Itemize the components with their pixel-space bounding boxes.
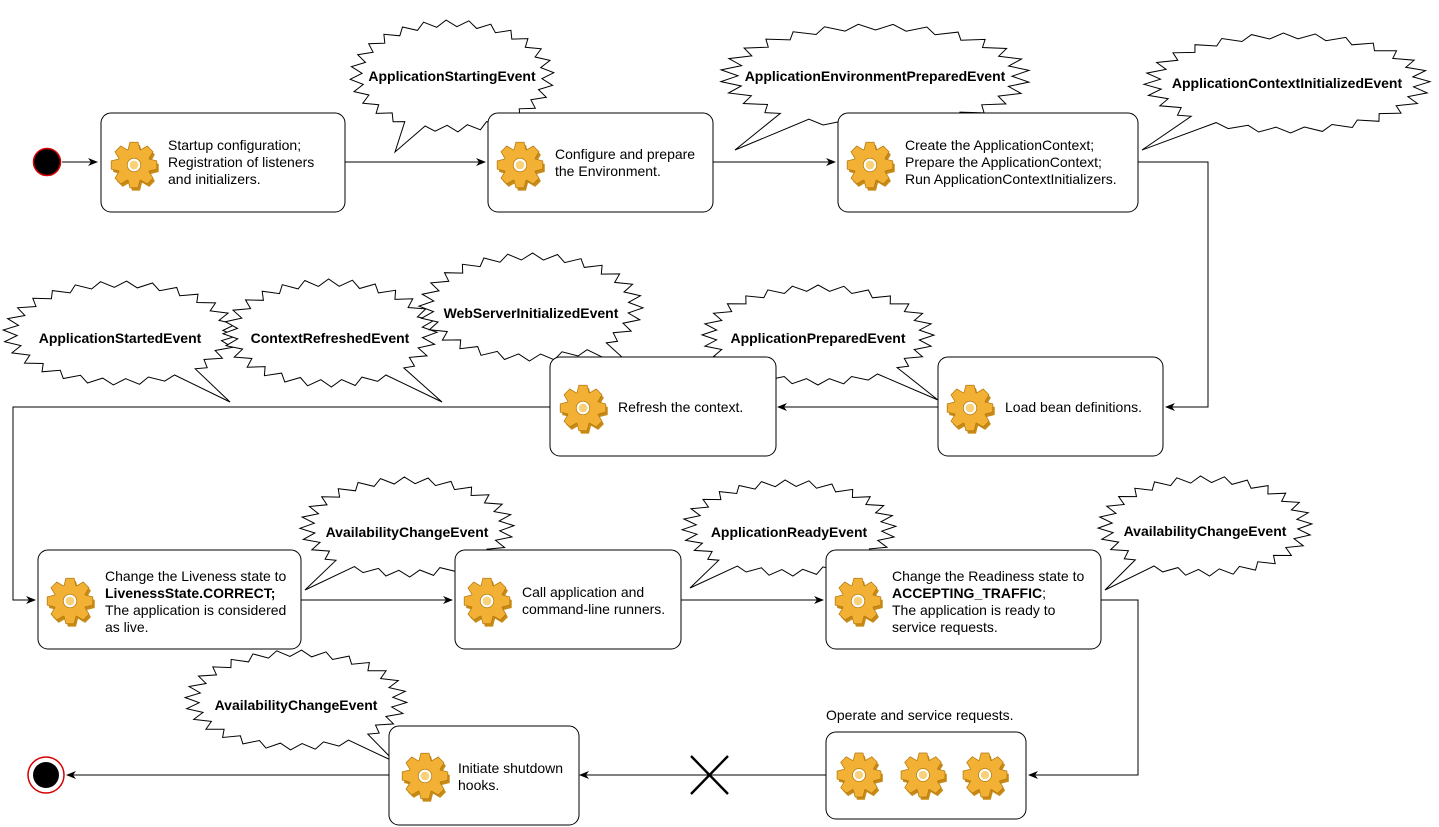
step-label-line: Change the Readiness state to: [892, 568, 1084, 584]
step-label-context: Create the ApplicationContext;Prepare th…: [905, 137, 1117, 187]
step-label-line: The application is ready to: [892, 602, 1056, 618]
step-load-beans: Load bean definitions.: [937, 356, 1164, 457]
step-label-line: Create the ApplicationContext;: [905, 137, 1094, 153]
x-terminate-icon: [690, 755, 729, 795]
event-label-prepared: ApplicationPreparedEvent: [730, 330, 905, 346]
step-label-line: Change the Liveness state to: [105, 568, 287, 584]
step-box: [100, 112, 346, 213]
step-box: [37, 549, 302, 650]
event-bubble-availability-shutdown: AvailabilityChangeEvent: [183, 649, 409, 763]
event-label-web-server: WebServerInitializedEvent: [444, 305, 619, 321]
step-label-line: Run ApplicationContextInitializers.: [905, 171, 1117, 187]
x-terminate-strokes: [690, 755, 729, 795]
spiky-callout-shape: [183, 649, 409, 763]
start-node-dot: [32, 147, 62, 177]
event-label-env-prepared: ApplicationEnvironmentPreparedEvent: [745, 68, 1006, 84]
step-label-line: command-line runners.: [522, 601, 665, 617]
event-bubble-started: ApplicationStartedEvent: [1, 280, 239, 403]
flow-connectors: [12, 158, 1209, 779]
flow-arrow-context-to-load-beans: [1138, 161, 1209, 411]
spiky-callout-shape: [221, 278, 443, 403]
step-label-line: Configure and prepare: [555, 146, 695, 162]
flow-arrow-readiness-to-operate: [1028, 599, 1139, 779]
event-label-availability-shutdown: AvailabilityChangeEvent: [215, 697, 378, 713]
event-bubble-web-server: WebServerInitializedEvent: [417, 252, 646, 379]
step-label-line: as live.: [105, 619, 149, 635]
step-label-line: The application is considered: [105, 602, 286, 618]
step-label-line: ;: [1042, 585, 1046, 601]
event-label-ctx-initialized: ApplicationContextInitializedEvent: [1172, 75, 1403, 91]
event-bubble-ctx-refreshed: ContextRefreshedEvent: [221, 278, 443, 403]
step-label-refresh: Refresh the context.: [618, 399, 743, 415]
step-label-load-beans: Load bean definitions.: [1005, 399, 1142, 415]
event-label-starting: ApplicationStartingEvent: [368, 68, 536, 84]
event-label-ctx-refreshed: ContextRefreshedEvent: [251, 330, 410, 346]
step-refresh: Refresh the context.: [549, 356, 777, 457]
spiky-callout-shape: [1096, 475, 1314, 591]
lifecycle-steps: Startup configuration;Registration of li…: [37, 112, 1164, 826]
spiky-callout-shape: [1141, 32, 1432, 151]
start-node-icon: [32, 147, 62, 177]
step-startup: Startup configuration;Registration of li…: [100, 112, 346, 213]
step-label-line: hooks.: [458, 777, 499, 793]
spiky-callout-shape: [417, 252, 646, 379]
event-label-availability-readiness: AvailabilityChangeEvent: [1124, 523, 1287, 539]
operate-caption: Operate and service requests.: [826, 707, 1014, 723]
step-label-line: Load bean definitions.: [1005, 399, 1142, 415]
step-box: [837, 112, 1139, 213]
step-label-line: LivenessState.CORRECT;: [105, 585, 275, 601]
step-label-line: the Environment.: [555, 163, 661, 179]
step-label-line: Refresh the context.: [618, 399, 743, 415]
step-box: [937, 356, 1164, 457]
step-box: [487, 112, 714, 213]
event-bubble-ctx-initialized: ApplicationContextInitializedEvent: [1141, 32, 1432, 151]
step-label-line: ACCEPTING_TRAFFIC: [892, 585, 1042, 601]
step-label-line: and initializers.: [168, 171, 261, 187]
step-operate: Operate and service requests.: [825, 707, 1027, 820]
step-box: [454, 549, 682, 650]
step-box: [388, 725, 580, 826]
step-label-line: Registration of listeners: [168, 154, 314, 170]
event-label-started: ApplicationStartedEvent: [39, 330, 202, 346]
step-label-startup: Startup configuration;Registration of li…: [168, 137, 314, 187]
event-bubble-availability-readiness: AvailabilityChangeEvent: [1096, 475, 1314, 591]
step-label-line: Startup configuration;: [168, 137, 301, 153]
step-label-line: Call application and: [522, 584, 644, 600]
step-box: [549, 356, 777, 457]
step-context: Create the ApplicationContext;Prepare th…: [837, 112, 1139, 213]
step-label-line: Initiate shutdown: [458, 760, 563, 776]
spiky-callout-shape: [1, 280, 239, 403]
event-label-availability-liveness: AvailabilityChangeEvent: [326, 524, 489, 540]
flow-arrow-refresh-to-liveness: [12, 406, 550, 604]
step-box: [825, 549, 1102, 650]
step-label-line: Prepare the ApplicationContext;: [905, 154, 1102, 170]
end-node-icon: [27, 756, 65, 794]
event-label-ready: ApplicationReadyEvent: [711, 524, 868, 540]
end-node-dot: [33, 762, 59, 788]
step-label-line: service requests.: [892, 619, 998, 635]
